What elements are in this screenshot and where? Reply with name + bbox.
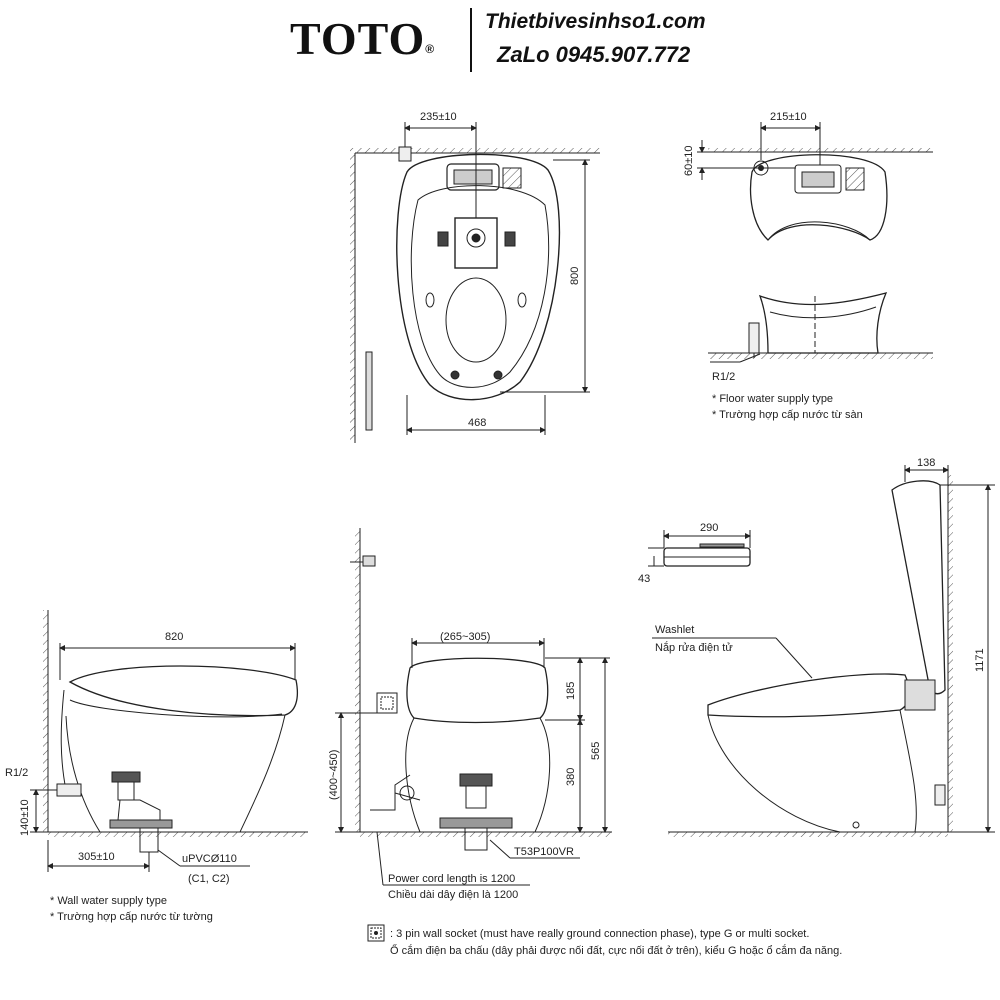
lid-dim-138: 138 bbox=[917, 457, 935, 469]
front-part-label: T53P100VR bbox=[514, 846, 574, 858]
side-note-vi: * Trường hợp cấp nước từ tường bbox=[50, 911, 213, 923]
legend-text-en: : 3 pin wall socket (must have really gr… bbox=[390, 928, 809, 940]
registered-mark: ® bbox=[425, 42, 436, 56]
pipe-sub-label: (C1, C2) bbox=[188, 873, 230, 885]
front-dim-565: 565 bbox=[590, 742, 602, 760]
top-view bbox=[350, 122, 600, 443]
front-dim-265-305: (265~305) bbox=[440, 631, 490, 643]
side-dim-820: 820 bbox=[165, 631, 183, 643]
header-divider bbox=[470, 8, 472, 72]
cord-note-en: Power cord length is 1200 bbox=[388, 873, 515, 885]
front-dim-socket: (400~450) bbox=[328, 750, 340, 800]
floor-note-vi: * Trường hợp cấp nước từ sàn bbox=[712, 409, 863, 421]
lid-dim-1171: 1171 bbox=[974, 648, 986, 672]
side-dim-305: 305±10 bbox=[78, 851, 115, 863]
side-dim-140: 140±10 bbox=[19, 799, 31, 836]
floor-dim-215: 215±10 bbox=[770, 111, 807, 123]
side-note-en: * Wall water supply type bbox=[50, 895, 167, 907]
pipe-label: uPVCØ110 bbox=[182, 853, 237, 865]
front-dim-185: 185 bbox=[565, 682, 577, 700]
top-dim-235: 235±10 bbox=[420, 111, 457, 123]
front-dim-380: 380 bbox=[565, 768, 577, 786]
legend-socket-symbol bbox=[367, 924, 385, 942]
cord-note-vi: Chiều dài dây điện là 1200 bbox=[388, 889, 518, 901]
side-fitting-label: R1/2 bbox=[5, 767, 28, 779]
brand-logo: TOTO® bbox=[290, 12, 435, 65]
top-dim-800: 800 bbox=[569, 267, 581, 285]
remote-dim-43: 43 bbox=[638, 573, 650, 585]
contact-text: ZaLo 0945.907.772 bbox=[497, 42, 691, 67]
website-text: Thietbivesinhso1.com bbox=[485, 10, 706, 33]
lid-open-view bbox=[652, 465, 995, 837]
remote-control bbox=[648, 530, 751, 567]
floor-dim-60: 60±10 bbox=[683, 145, 695, 176]
floor-fitting-label: R1/2 bbox=[712, 371, 735, 383]
brand-name: TOTO bbox=[290, 13, 426, 64]
floor-supply-view bbox=[697, 122, 933, 363]
legend-text-vi: Ổ cắm điện ba chấu (dây phải được nối đấ… bbox=[390, 944, 842, 957]
remote-dim-290: 290 bbox=[700, 522, 718, 534]
floor-note-en: * Floor water supply type bbox=[712, 393, 833, 405]
side-view bbox=[30, 610, 308, 872]
front-view bbox=[335, 528, 612, 886]
top-dim-468: 468 bbox=[468, 417, 486, 429]
washlet-label-en: Washlet bbox=[655, 624, 694, 636]
washlet-label-vi: Nắp rửa điện tử bbox=[655, 641, 733, 654]
